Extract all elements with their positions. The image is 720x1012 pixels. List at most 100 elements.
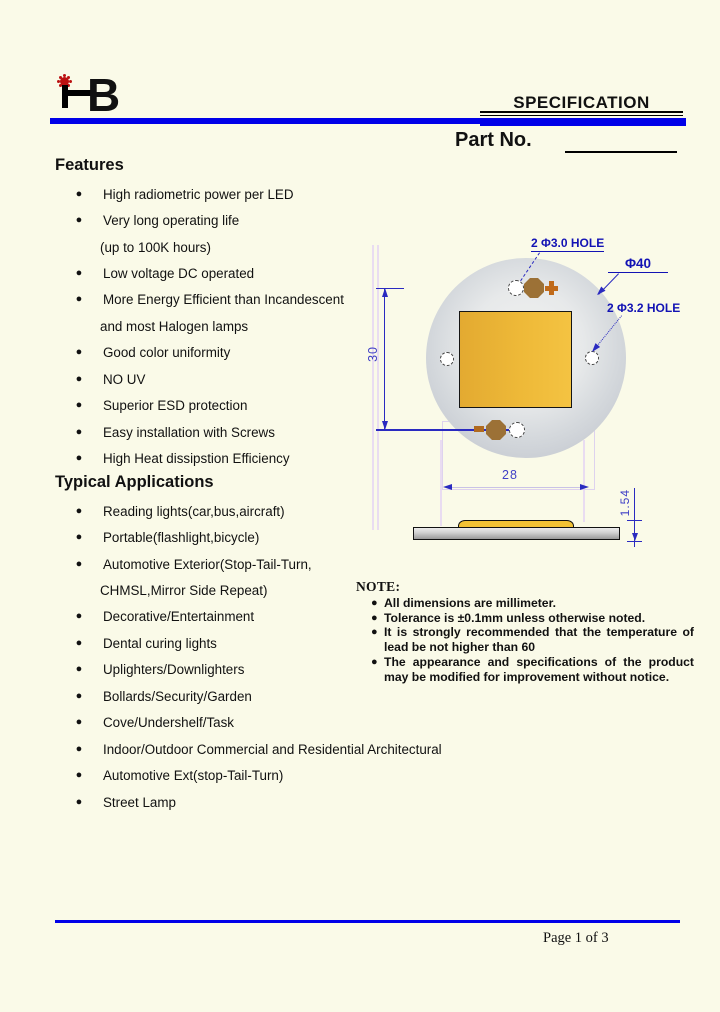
- bullet-icon: ●: [75, 372, 83, 385]
- mount-hole-top: [508, 280, 524, 296]
- dim-30-tick: [376, 288, 404, 290]
- list-item: ●Automotive Ext(stop-Tail-Turn): [55, 762, 535, 788]
- dim-arrow-left: [443, 484, 452, 490]
- list-item: ●Easy installation with Screws: [55, 419, 415, 445]
- list-item: ●Very long operating life: [55, 207, 415, 233]
- bullet-icon: ●: [75, 610, 83, 623]
- logo-h-stem: [62, 85, 68, 108]
- extension-line: [377, 245, 379, 530]
- list-item: ●Automotive Exterior(Stop-Tail-Turn,: [55, 551, 535, 577]
- list-item: ●Good color uniformity: [55, 340, 415, 366]
- mount-hole-bottom: [509, 422, 525, 438]
- bullet-icon: ●: [75, 214, 83, 227]
- bullet-icon: ●: [75, 267, 83, 280]
- bullet-icon: ●: [75, 636, 83, 649]
- bullet-icon: ●: [75, 346, 83, 359]
- solder-pad-positive: [524, 278, 544, 298]
- bullet-icon: ●: [75, 557, 83, 570]
- mount-hole-right: [585, 351, 599, 365]
- bullet-icon: ●: [75, 425, 83, 438]
- logo-h-crossbar: [62, 90, 95, 96]
- dim-28-value: 28: [502, 468, 518, 482]
- bullet-icon: ●: [75, 663, 83, 676]
- dimension-leader: [376, 429, 509, 431]
- dim-arrow-down: [381, 421, 388, 430]
- list-item: ●Indoor/Outdoor Commercial and Residenti…: [55, 736, 535, 762]
- note-item: ●It is strongly recommended that the tem…: [371, 625, 694, 655]
- mount-hole-left: [440, 352, 454, 366]
- footer-blue-line: [55, 920, 680, 923]
- note-item: ●All dimensions are millimeter.: [371, 596, 557, 610]
- diameter-label: Φ40: [608, 256, 668, 273]
- dim-154-tick: [627, 541, 642, 543]
- solder-wire: [474, 426, 484, 432]
- applications-list: ●Reading lights(car,bus,aircraft) ●Porta…: [55, 498, 535, 815]
- phosphor-dome: [458, 520, 574, 529]
- list-item-continuation: CHMSL,Mirror Side Repeat): [100, 583, 268, 599]
- page-title: SPECIFICATION: [513, 93, 650, 112]
- bullet-icon: ●: [75, 504, 83, 517]
- list-item: ●Uplighters/Downlighters: [55, 657, 535, 683]
- list-item: ●High radiometric power per LED: [55, 181, 415, 207]
- bullet-icon: ●: [371, 611, 378, 624]
- logo-b-letter: B: [87, 69, 120, 121]
- header-blue-bar: [50, 118, 686, 124]
- part-no-blank-line: [565, 151, 677, 153]
- dim-arrow-up: [381, 288, 388, 297]
- list-item: ●NO UV: [55, 366, 415, 392]
- solder-pad-negative: [486, 420, 506, 440]
- list-item: ●High Heat dissipstion Efficiency: [55, 445, 415, 471]
- dim-154-tick: [627, 520, 642, 522]
- bullet-icon: ●: [75, 795, 83, 808]
- extension-line: [440, 440, 442, 526]
- list-item: ●Low voltage DC operated: [55, 260, 415, 286]
- title-underline-2: [480, 114, 683, 116]
- part-no-label: Part No.: [455, 129, 532, 151]
- list-item-continuation: (up to 100K hours): [100, 239, 211, 255]
- dim-154-line: [634, 488, 636, 547]
- features-list: ●High radiometric power per LED ●Very lo…: [55, 181, 415, 472]
- bullet-icon: ●: [75, 716, 83, 729]
- list-item-continuation: and most Halogen lamps: [100, 318, 249, 334]
- bullet-icon: ●: [371, 626, 378, 639]
- list-item: ●Bollards/Security/Garden: [55, 683, 535, 709]
- bullet-icon: ●: [371, 597, 378, 609]
- dim-arrow-down: [631, 533, 638, 541]
- substrate-plate: [413, 527, 620, 540]
- dim-30-line: [384, 288, 386, 430]
- dim-154-value: 1.54: [618, 489, 632, 517]
- list-item: ●Street Lamp: [55, 789, 535, 815]
- list-item: ●Dental curing lights: [55, 630, 535, 656]
- bullet-icon: ●: [75, 452, 83, 465]
- bullet-icon: ●: [371, 655, 378, 668]
- bullet-icon: ●: [75, 742, 83, 755]
- brand-logo: B: [45, 60, 125, 121]
- applications-heading: Typical Applications: [55, 473, 214, 491]
- dim-30-value: 30: [366, 346, 380, 362]
- dim-28-line: [447, 487, 585, 488]
- bullet-icon: ●: [75, 769, 83, 782]
- list-item: ●Decorative/Entertainment: [55, 604, 535, 630]
- note-item: ●Tolerance is ±0.1mm unless otherwise no…: [371, 610, 646, 625]
- note-heading: NOTE:: [356, 579, 401, 594]
- features-heading: Features: [55, 156, 124, 174]
- plus-mark: [545, 281, 559, 295]
- header-blue-bar-right: [480, 124, 686, 126]
- dim-arrow-right: [580, 484, 589, 490]
- list-item: ●Cove/Undershelf/Task: [55, 710, 535, 736]
- title-underline: [480, 111, 683, 113]
- extension-line: [583, 440, 585, 522]
- bullet-icon: ●: [75, 399, 83, 412]
- led-emitting-area: [459, 311, 572, 408]
- bullet-icon: ●: [75, 689, 83, 702]
- list-item: ●Superior ESD protection: [55, 393, 415, 419]
- bullet-icon: ●: [75, 531, 83, 544]
- list-item: ●Portable(flashlight,bicycle): [55, 524, 535, 550]
- list-item: ●More Energy Efficient than Incandescent: [55, 287, 415, 313]
- led-starburst-icon: [60, 77, 69, 86]
- note-list: ●All dimensions are millimeter. ●Toleran…: [371, 596, 694, 684]
- bullet-icon: ●: [75, 293, 83, 306]
- bullet-icon: ●: [75, 187, 83, 200]
- hole-top-label: 2 Φ3.0 HOLE: [531, 236, 605, 252]
